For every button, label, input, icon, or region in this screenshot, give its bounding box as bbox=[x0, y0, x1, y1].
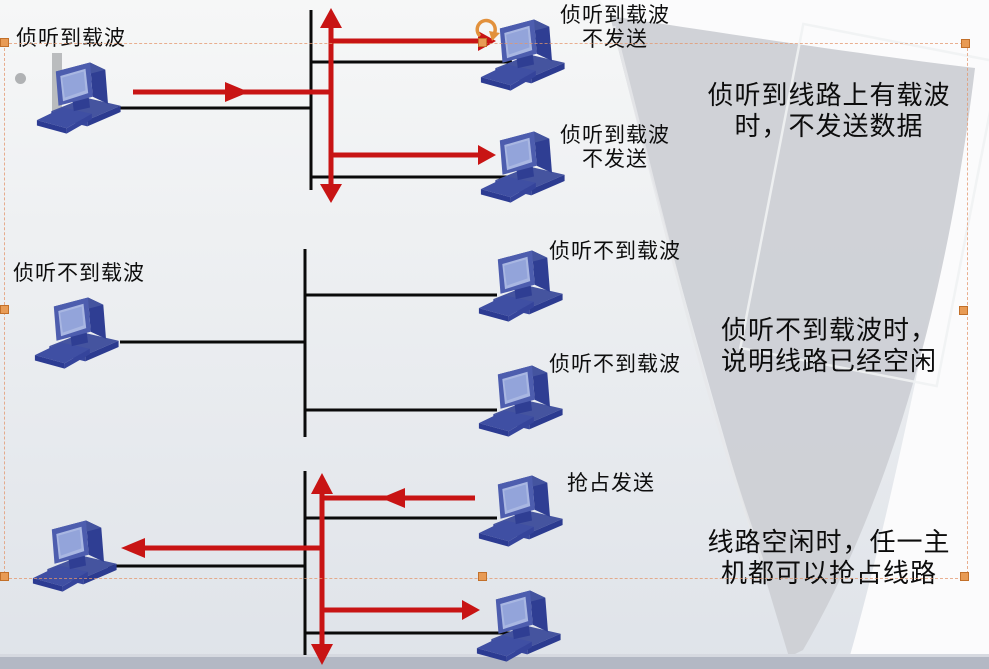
label-host-bottom-1: 抢占发送 bbox=[567, 472, 655, 495]
note-idle-seize: 线路空闲时，任一主 机都可以抢占线路 bbox=[676, 527, 982, 589]
background-sail-shape bbox=[610, 16, 975, 657]
label-host-top-2: 侦听到载波 不发送 bbox=[545, 124, 685, 172]
note-line: 线路空闲时，任一主 bbox=[707, 527, 951, 557]
note-line: 侦听到线路上有载波 bbox=[707, 80, 951, 110]
label-line: 不发送 bbox=[582, 28, 648, 51]
selection-handle-top-left[interactable] bbox=[0, 38, 9, 47]
selection-handle-bottom-left[interactable] bbox=[0, 572, 9, 581]
label-line: 侦听到载波 bbox=[560, 124, 670, 147]
carrier-signal-arrows bbox=[133, 8, 496, 203]
note-carrier-detected: 侦听到线路上有载波 时，不发送数据 bbox=[676, 80, 982, 142]
label-sender-top: 侦听到载波 bbox=[16, 27, 126, 50]
section-carrier-detected[interactable] bbox=[36, 8, 565, 203]
selection-handle-top-center[interactable] bbox=[478, 38, 487, 47]
selection-handle-bottom-center[interactable] bbox=[478, 572, 487, 581]
note-line: 时，不发送数据 bbox=[734, 111, 924, 141]
label-host-top-1: 侦听到载波 不发送 bbox=[545, 4, 685, 52]
label-sender-middle: 侦听不到载波 bbox=[13, 262, 145, 285]
label-host-middle-1: 侦听不到载波 bbox=[549, 240, 681, 263]
section-idle-seize[interactable] bbox=[32, 471, 563, 665]
note-no-carrier: 侦听不到载波时， 说明线路已经空闲 bbox=[676, 315, 982, 377]
background-white-region bbox=[600, 0, 989, 669]
rotation-handle-icon[interactable] bbox=[472, 14, 502, 44]
label-line: 不发送 bbox=[582, 148, 648, 171]
selection-handle-mid-left[interactable] bbox=[0, 305, 9, 314]
label-host-middle-2: 侦听不到载波 bbox=[549, 353, 681, 376]
note-line: 侦听不到载波时， bbox=[720, 315, 937, 345]
decor-bullet-circle bbox=[15, 73, 26, 84]
selection-handle-bottom-right[interactable] bbox=[960, 572, 969, 581]
note-line: 说明线路已经空闲 bbox=[720, 346, 937, 376]
selection-handle-mid-right[interactable] bbox=[959, 306, 968, 315]
section-no-carrier[interactable] bbox=[34, 249, 563, 437]
bottom-bar bbox=[0, 657, 989, 669]
label-line: 侦听到载波 bbox=[560, 4, 670, 27]
note-line: 机都可以抢占线路 bbox=[720, 558, 937, 588]
seize-signal-arrows bbox=[121, 473, 480, 665]
selection-handle-top-right[interactable] bbox=[961, 39, 970, 48]
sail-highlight-stripe bbox=[612, 25, 764, 561]
